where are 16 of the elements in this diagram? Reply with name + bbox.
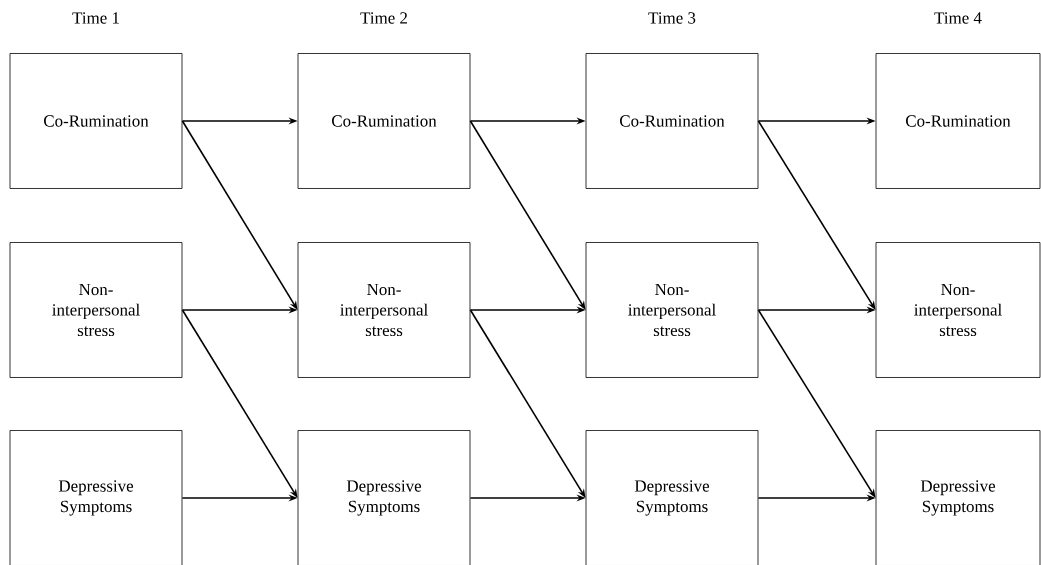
variable-box: Depressive Symptoms (875, 430, 1041, 565)
time-label: Time 2 (360, 12, 407, 24)
time-label: Time 3 (648, 12, 696, 24)
variable-box: Co-Rumination (585, 53, 759, 189)
variable-box: Co-Rumination (875, 53, 1041, 189)
variable-box: Non-interpersonal stress (9, 242, 183, 378)
variable-box: Non-interpersonal stress (297, 242, 471, 378)
variable-box: Depressive Symptoms (9, 430, 183, 565)
variable-box: Depressive Symptoms (585, 430, 759, 565)
variable-box: Depressive Symptoms (297, 430, 471, 565)
variable-box: Co-Rumination (9, 53, 183, 189)
time-label: Time 4 (934, 12, 982, 24)
variable-box: Non-interpersonal stress (875, 242, 1041, 378)
time-label: Time 1 (72, 12, 119, 24)
variable-box: Co-Rumination (297, 53, 471, 189)
variable-box: Non-interpersonal stress (585, 242, 759, 378)
